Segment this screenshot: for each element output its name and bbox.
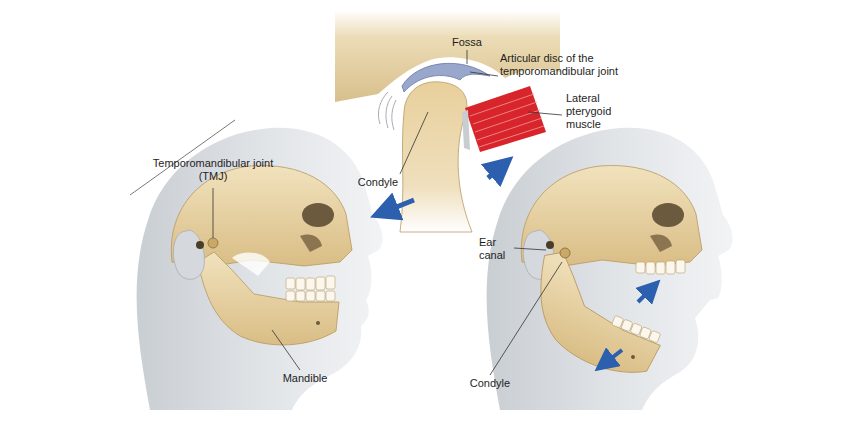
joint-closeup xyxy=(335,10,560,232)
part-label: Articular disc of the temporomandibular … xyxy=(500,52,632,78)
leader-lines xyxy=(213,50,562,375)
part-label: Ear canal xyxy=(479,236,515,262)
part-label: Condyle xyxy=(350,176,406,189)
part-label: Condyle xyxy=(462,377,518,390)
left-head xyxy=(137,128,383,410)
part-label: Mandible xyxy=(275,372,335,385)
part-label: Lateral pterygoid muscle xyxy=(566,92,624,131)
right-head xyxy=(487,128,733,410)
part-label: Fossa xyxy=(447,36,487,49)
part-label: Temporomandibular joint (TMJ) xyxy=(150,157,276,183)
